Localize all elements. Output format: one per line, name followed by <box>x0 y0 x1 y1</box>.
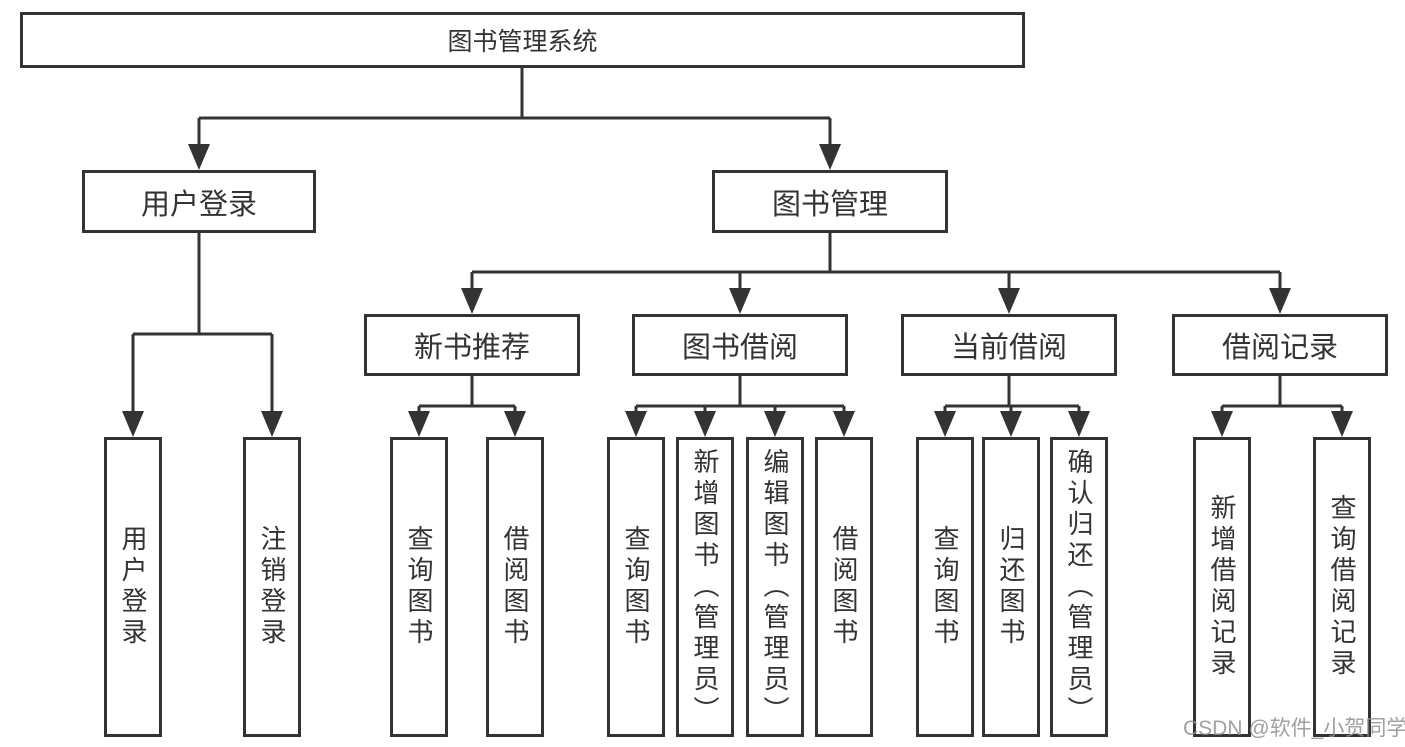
leaf-recommend-borrow-book: 借阅图书 <box>486 437 544 737</box>
node-book-management: 图书管理 <box>712 170 948 233</box>
leaf-add-book-admin: 新增图书（管理员） <box>676 437 734 737</box>
node-new-book-recommend: 新书推荐 <box>364 314 580 376</box>
leaf-logout-label: 注销登录 <box>257 525 287 649</box>
node-user-login: 用户登录 <box>82 170 316 233</box>
leaf-current-query-books: 查询图书 <box>916 437 974 737</box>
leaf-return-book-label: 归还图书 <box>996 525 1026 649</box>
leaf-add-book-admin-label: 新增图书（管理员） <box>690 447 720 727</box>
leaf-borrow-query-books: 查询图书 <box>607 437 665 737</box>
node-current-borrow: 当前借阅 <box>901 314 1117 376</box>
leaf-borrow-book: 借阅图书 <box>815 437 873 737</box>
watermark: CSDN @软件_小贺同学 <box>1183 717 1405 740</box>
leaf-return-book: 归还图书 <box>982 437 1040 737</box>
leaf-query-borrow-record-label: 查询借阅记录 <box>1327 494 1357 680</box>
arrowhead-icons <box>122 144 1353 437</box>
leaf-add-borrow-record-label: 新增借阅记录 <box>1207 494 1237 680</box>
leaf-recommend-borrow-book-label: 借阅图书 <box>500 525 530 649</box>
leaf-recommend-query-books-label: 查询图书 <box>404 525 434 649</box>
leaf-add-borrow-record: 新增借阅记录 <box>1193 437 1251 737</box>
leaf-confirm-return-admin-label: 确认归还（管理员） <box>1064 447 1094 727</box>
leaf-edit-book-admin-label: 编辑图书（管理员） <box>760 447 790 727</box>
node-root: 图书管理系统 <box>20 12 1025 68</box>
leaf-logout: 注销登录 <box>243 437 301 737</box>
leaf-edit-book-admin: 编辑图书（管理员） <box>746 437 804 737</box>
leaf-confirm-return-admin: 确认归还（管理员） <box>1050 437 1108 737</box>
leaf-user-login-label: 用户登录 <box>118 525 148 649</box>
leaf-borrow-query-books-label: 查询图书 <box>621 525 651 649</box>
leaf-recommend-query-books: 查询图书 <box>390 437 448 737</box>
leaf-query-borrow-record: 查询借阅记录 <box>1313 437 1371 737</box>
node-book-borrow: 图书借阅 <box>632 314 848 376</box>
node-borrow-record: 借阅记录 <box>1172 314 1388 376</box>
leaf-current-query-books-label: 查询图书 <box>930 525 960 649</box>
leaf-user-login: 用户登录 <box>104 437 162 737</box>
leaf-borrow-book-label: 借阅图书 <box>829 525 859 649</box>
